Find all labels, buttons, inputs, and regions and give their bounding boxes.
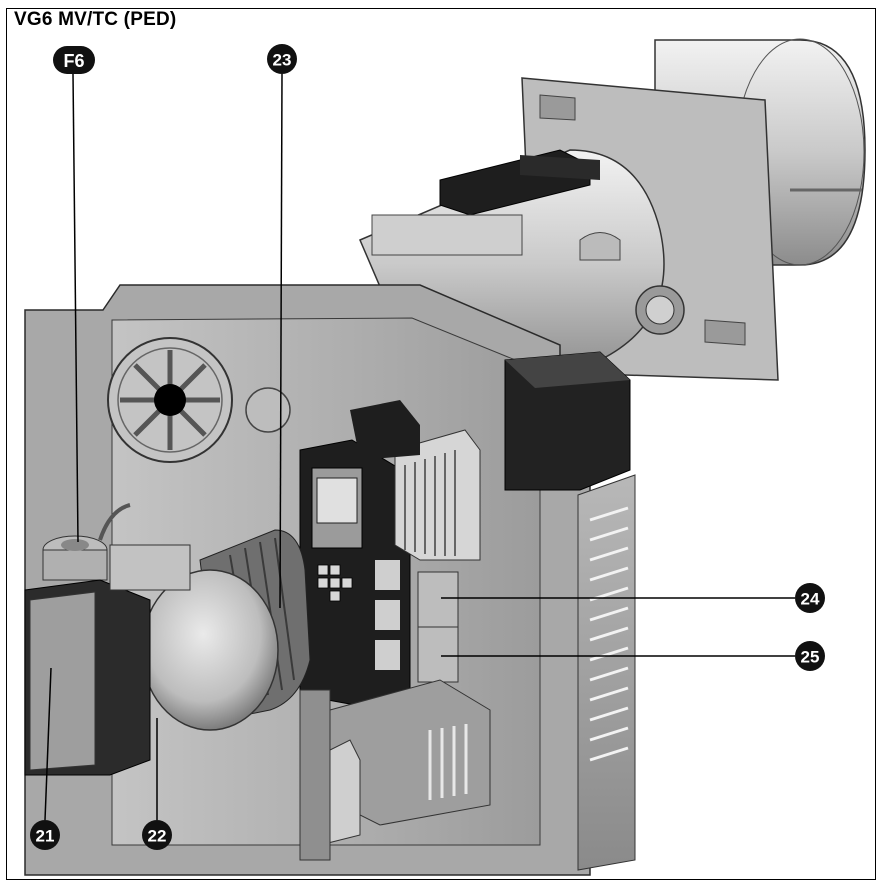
gas-valve-box	[24, 544, 191, 776]
svg-text:F6: F6	[63, 51, 84, 71]
leader-23	[279, 73, 283, 609]
servomotor	[504, 351, 631, 491]
leader-21	[44, 667, 52, 821]
control-panel	[299, 400, 481, 716]
callout-25: 25	[795, 641, 825, 671]
fan-motor	[141, 529, 311, 731]
callout-23: 23	[267, 44, 297, 74]
svg-text:25: 25	[801, 648, 820, 667]
ignition-transformer	[299, 679, 491, 861]
leader-lines	[44, 73, 795, 821]
callout-24: 24	[795, 583, 825, 613]
callout-21: 21	[30, 820, 60, 850]
side-grill	[577, 474, 636, 871]
svg-text:23: 23	[273, 51, 292, 70]
svg-text:24: 24	[801, 590, 820, 609]
air-pressure-switch	[42, 503, 131, 581]
leader-f6	[72, 73, 79, 543]
callout-22: 22	[142, 820, 172, 850]
callout-f6: F6	[53, 46, 95, 74]
figure-title: VG6 MV/TC (PED)	[14, 9, 177, 30]
svg-text:22: 22	[148, 827, 167, 846]
svg-text:21: 21	[36, 827, 55, 846]
